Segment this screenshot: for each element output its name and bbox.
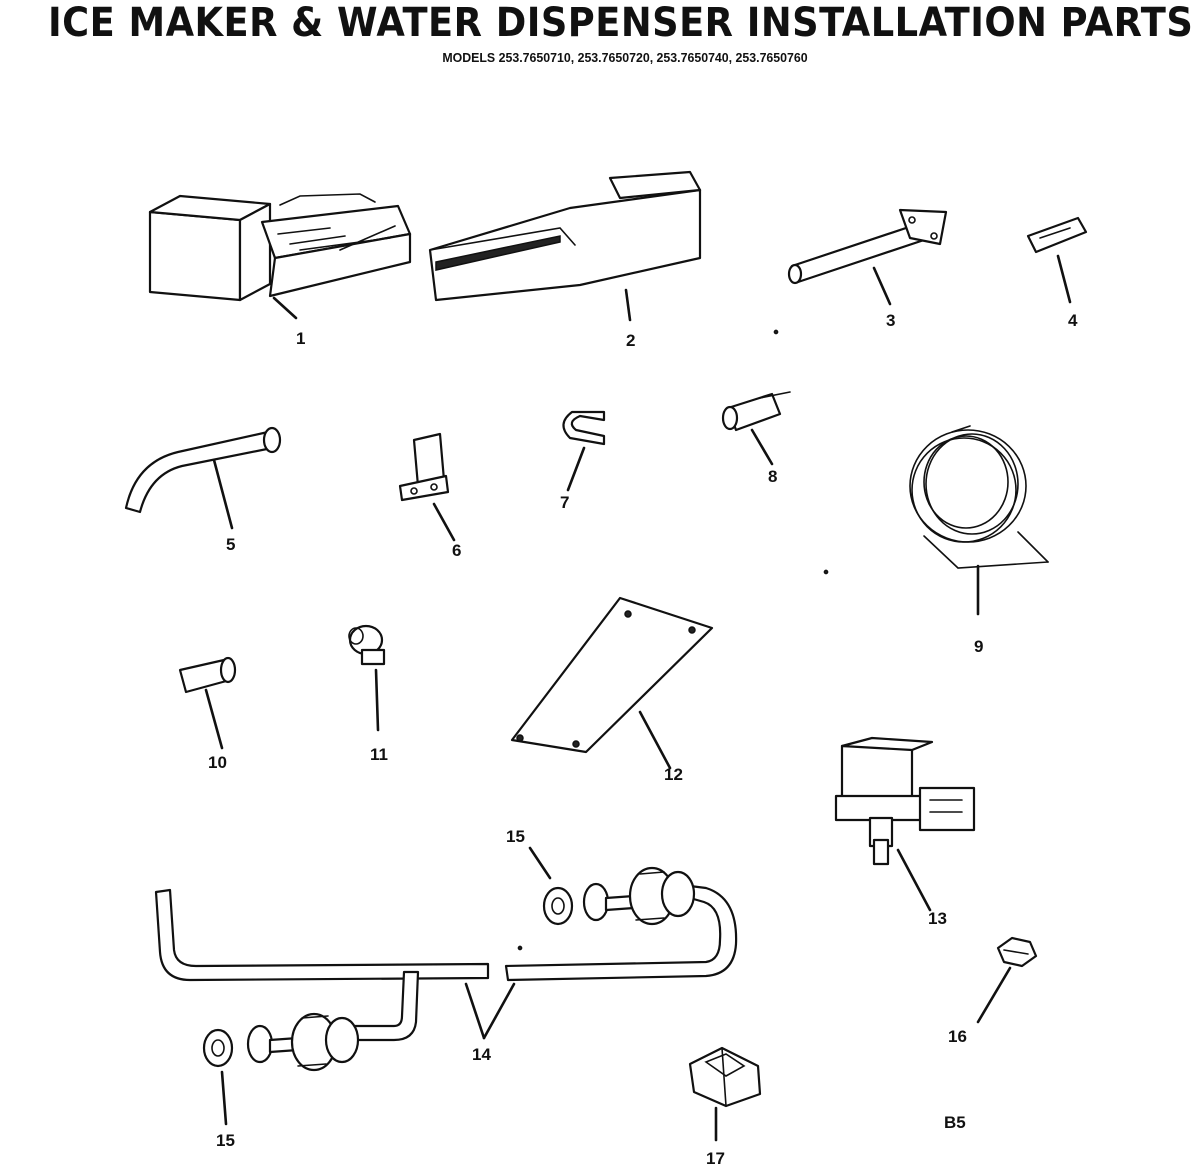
part-15-upper-washer (528, 846, 574, 926)
part-11-clamp (348, 624, 386, 732)
part-16-nut (976, 936, 1038, 1024)
callout-15-upper: 15 (506, 827, 525, 846)
callout-4: 4 (1068, 311, 1078, 330)
callout-15-lower: 15 (216, 1131, 235, 1150)
part-4-clip (1026, 216, 1088, 304)
part-2-ice-bucket (428, 170, 702, 322)
callout-2: 2 (626, 331, 635, 350)
stray-mark (517, 945, 523, 951)
page-code: B5 (944, 1113, 966, 1132)
upper-connector-fitting (582, 866, 696, 926)
model-numbers: MODELS 253.7650710, 253.7650720, 253.765… (442, 50, 808, 65)
callout-14: 14 (472, 1045, 491, 1064)
part-9-coiled-tubing (909, 425, 1049, 616)
part-1-ice-maker (148, 193, 412, 320)
callout-10: 10 (208, 753, 227, 772)
callout-5: 5 (226, 535, 235, 554)
diagram-title: ICE MAKER & WATER DISPENSER INSTALLATION… (48, 0, 1194, 46)
part-5-bent-tube (124, 426, 282, 530)
callout-13: 13 (928, 909, 947, 928)
callout-1: 1 (296, 329, 305, 348)
callout-3: 3 (886, 311, 895, 330)
callout-9: 9 (974, 637, 983, 656)
lower-connector-fitting (246, 1012, 360, 1072)
callout-12: 12 (664, 765, 683, 784)
part-7-clamp (562, 410, 606, 492)
callout-6: 6 (452, 541, 461, 560)
callout-16: 16 (948, 1027, 967, 1046)
part-3-fill-tube (787, 208, 948, 306)
part-17-clip (688, 1046, 762, 1142)
part-6-bracket (398, 432, 456, 542)
callout-8: 8 (768, 467, 777, 486)
part-12-plate (510, 596, 714, 770)
stray-mark (823, 569, 829, 575)
callout-17: 17 (706, 1149, 725, 1168)
callout-11: 11 (370, 745, 388, 764)
part-13-water-valve (834, 736, 976, 912)
callout-7: 7 (560, 493, 569, 512)
part-15-lower-washer (202, 1028, 234, 1126)
part-8-sleeve (721, 391, 791, 466)
part-10-short-tube (178, 656, 237, 750)
stray-mark (773, 329, 779, 335)
